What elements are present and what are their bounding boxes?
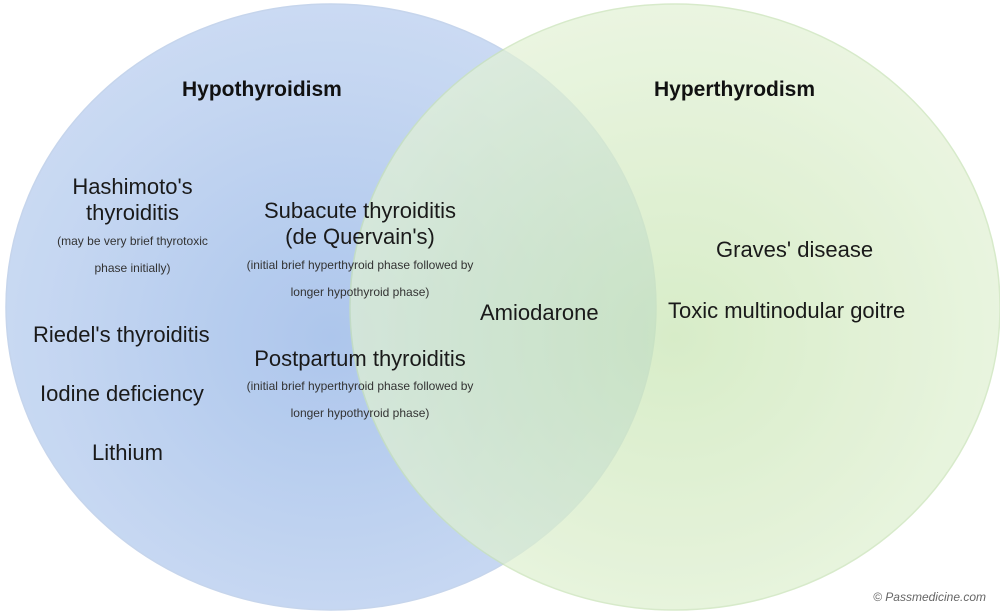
amiodarone-label: Amiodarone [480, 300, 599, 325]
hashimoto-line2: thyroiditis [86, 200, 179, 226]
hyperthyroidism-circle [349, 3, 1000, 611]
hashimoto-line1: Hashimoto's [72, 174, 193, 199]
hyperthyroidism-title: Hyperthyrodism [654, 78, 816, 101]
postpartum-note1: (initial brief hyperthyroid phase follow… [246, 379, 474, 394]
hashimoto-note1: (may be very brief thyrotoxic [57, 233, 208, 248]
lithium-label: Lithium [92, 440, 163, 465]
postpartum-block: Postpartum thyroiditis (initial brief hy… [222, 346, 498, 428]
subacute-note2: longer hypothyroid phase) [290, 284, 430, 299]
copyright-credit: © Passmedicine.com [873, 590, 986, 604]
hashimoto-block: Hashimoto's thyroiditis (may be very bri… [45, 174, 220, 283]
subacute-note1: (initial brief hyperthyroid phase follow… [246, 257, 474, 272]
hashimoto-note2: phase initially) [94, 260, 171, 275]
subacute-line1: Subacute thyroiditis [264, 198, 456, 223]
postpartum-line1: Postpartum thyroiditis [254, 346, 466, 371]
graves-label: Graves' disease [716, 237, 874, 262]
hypothyroidism-title: Hypothyroidism [182, 78, 342, 101]
postpartum-note2: longer hypothyroid phase) [290, 406, 430, 421]
toxic-goitre-label: Toxic multinodular goitre [668, 298, 906, 323]
riedel-label: Riedel's thyroiditis [33, 322, 210, 347]
subacute-line2: (de Quervain's) [285, 224, 435, 250]
iodine-label: Iodine deficiency [40, 381, 204, 406]
subacute-block: Subacute thyroiditis (de Quervain's) (in… [222, 198, 498, 307]
